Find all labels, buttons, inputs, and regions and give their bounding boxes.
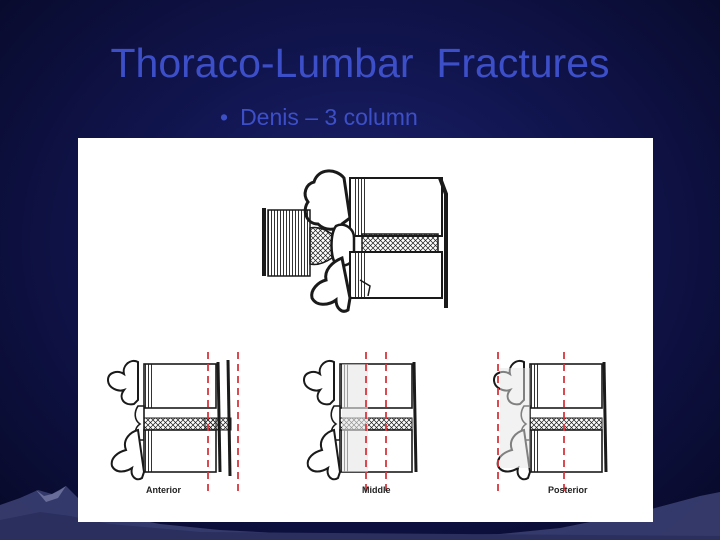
panel-anterior <box>106 352 239 495</box>
mountain-silhouette <box>0 486 720 540</box>
panel-middle <box>302 352 418 495</box>
label-anterior: Anterior <box>146 485 182 495</box>
spine-column-diagram: Anterior Middle Posterior <box>78 138 653 522</box>
slide-title: Thoraco-Lumbar Fractures <box>110 40 610 86</box>
label-middle: Middle <box>362 485 391 495</box>
bullet-symbol: • <box>220 104 229 130</box>
panel-posterior <box>492 352 608 495</box>
spine-diagram-svg: Anterior Middle Posterior <box>106 169 608 495</box>
label-posterior: Posterior <box>548 485 588 495</box>
bullet-text: Denis – 3 column <box>240 104 418 130</box>
bullet-item: • Denis – 3 column <box>220 104 418 131</box>
vertebra-large <box>262 169 448 313</box>
